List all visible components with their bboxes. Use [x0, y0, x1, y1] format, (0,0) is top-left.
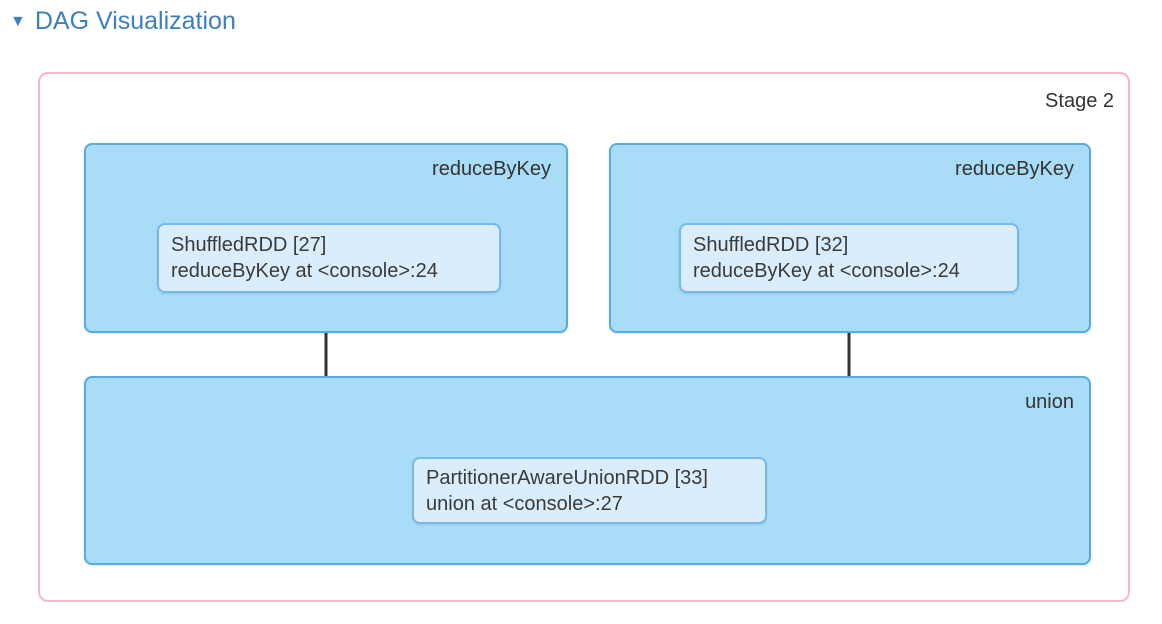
- cluster-union: union PartitionerAwareUnionRDD [33] unio…: [84, 376, 1091, 565]
- cluster-label: union: [1025, 391, 1074, 413]
- cluster-label: reduceByKey: [432, 158, 551, 180]
- stage-box: Stage 2 reduceByKey ShuffledRDD [27] red…: [38, 72, 1130, 602]
- rdd-name: ShuffledRDD [27]: [171, 234, 327, 256]
- rdd-name: ShuffledRDD [32]: [693, 234, 849, 256]
- rdd-callsite: reduceByKey at <console>:24: [171, 260, 438, 282]
- cluster-label: reduceByKey: [955, 158, 1074, 180]
- cluster-reducebykey-right: reduceByKey ShuffledRDD [32] reduceByKey…: [609, 143, 1091, 333]
- rdd-name: PartitionerAwareUnionRDD [33]: [426, 466, 708, 489]
- rdd-node-shuffled-27[interactable]: ShuffledRDD [27] reduceByKey at <console…: [157, 223, 501, 293]
- page-title: DAG Visualization: [34, 7, 236, 35]
- rdd-callsite: union at <console>:27: [426, 492, 623, 515]
- rdd-callsite: reduceByKey at <console>:24: [693, 260, 960, 282]
- dag-viz-toggle[interactable]: ▼ DAG Visualization: [10, 6, 236, 36]
- rdd-node-union-33[interactable]: PartitionerAwareUnionRDD [33] union at <…: [412, 457, 767, 524]
- rdd-node-shuffled-32[interactable]: ShuffledRDD [32] reduceByKey at <console…: [679, 223, 1019, 293]
- stage-label: Stage 2: [1045, 90, 1114, 112]
- cluster-reducebykey-left: reduceByKey ShuffledRDD [27] reduceByKey…: [84, 143, 568, 333]
- collapse-arrow-icon: ▼: [10, 13, 26, 30]
